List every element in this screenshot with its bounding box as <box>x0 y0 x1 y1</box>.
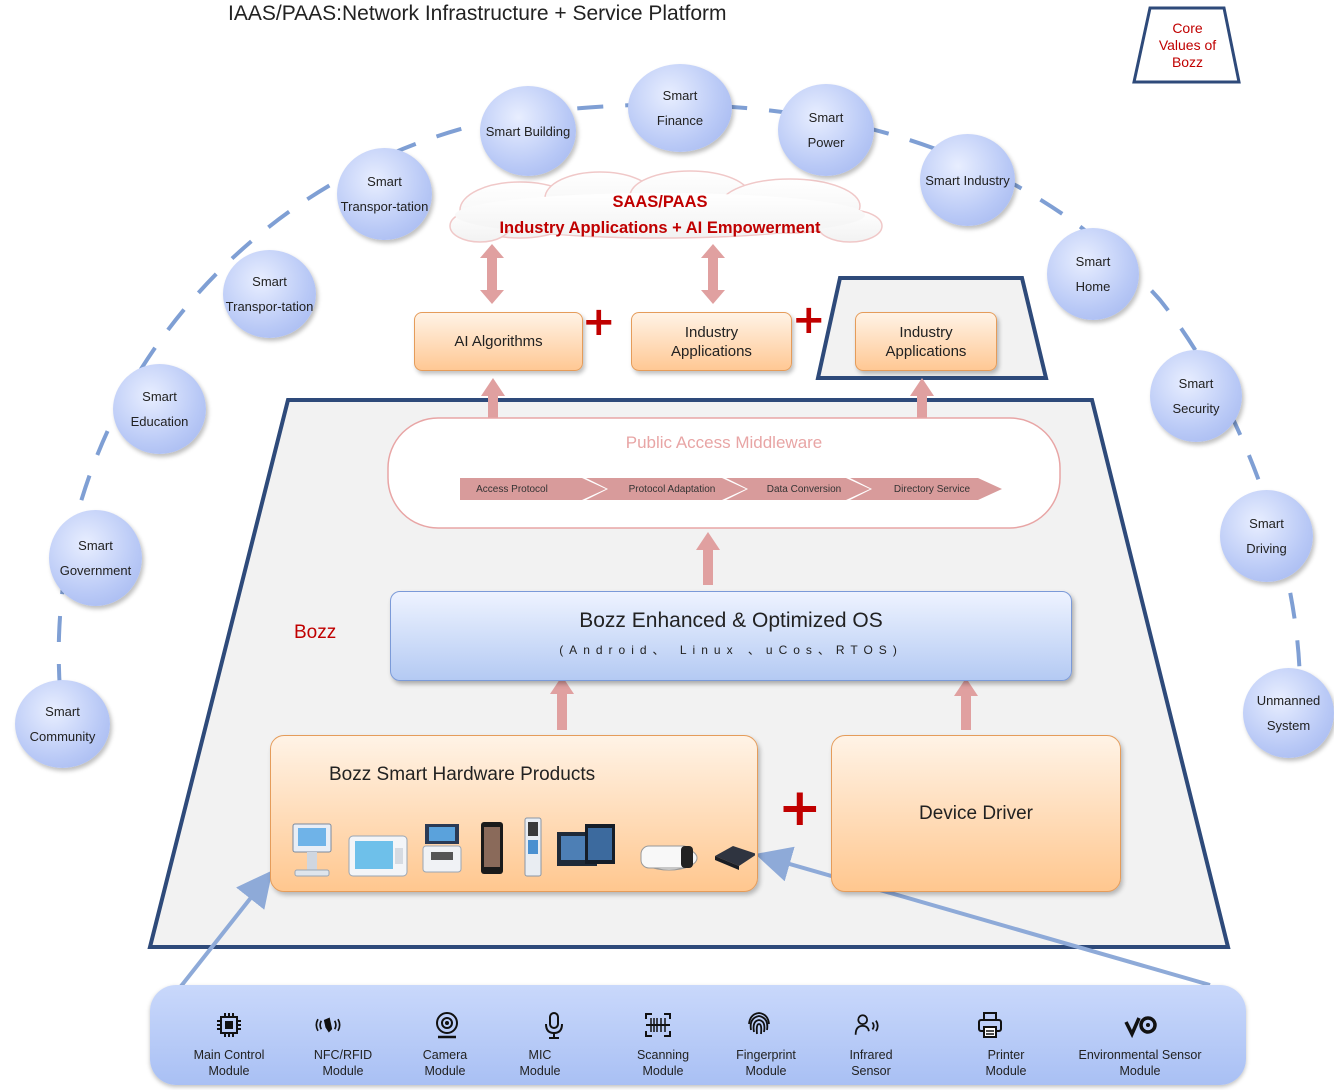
step-directory-service: Directory Service <box>893 483 971 495</box>
scan-icon <box>645 1013 671 1037</box>
device-driver-box: Device Driver <box>831 735 1121 892</box>
hardware-products-box: Bozz Smart Hardware Products <box>270 735 758 892</box>
cloud-shape <box>449 170 883 243</box>
double-arrow-ai <box>480 244 504 304</box>
bozz-label: Bozz <box>294 622 337 643</box>
bullet-camera-icon <box>640 845 698 871</box>
core-values-trapezoid <box>1132 6 1241 84</box>
chevron-access-protocol <box>460 478 606 500</box>
hardware-product-images <box>292 817 755 877</box>
modules-bar <box>150 985 1246 1085</box>
module-infrared: Infrared Sensor <box>849 1048 893 1078</box>
module-camera: Camera Module <box>422 1048 468 1078</box>
printer-icon <box>978 1012 1002 1038</box>
bubble-smart-education: Smart Education <box>113 364 206 454</box>
arrow-up-ai <box>481 378 505 432</box>
chevron-protocol-adaptation <box>586 478 746 500</box>
arrow-up-hardware <box>550 676 574 730</box>
chip-icon <box>217 1013 241 1037</box>
double-arrow-apps <box>701 244 725 304</box>
bubble-smart-building: Smart Building <box>480 86 576 176</box>
page-title: IAAS/PAAS:Network Infrastructure + Servi… <box>228 2 727 25</box>
arrow-up-os <box>696 532 720 585</box>
pos-terminal-icon <box>422 824 462 873</box>
infrared-icon <box>854 1014 879 1035</box>
module-environmental-sensor: Environmental Sensor Module <box>1078 1048 1202 1078</box>
bubble-smart-transportation-1: Smart Transpor-tation <box>337 148 432 240</box>
bubble-smart-transportation-2: Smart Transpor-tation <box>223 250 316 338</box>
step-protocol-adaptation: Protocol Adaptation <box>628 483 716 495</box>
step-data-conversion: Data Conversion <box>766 483 842 495</box>
module-fingerprint: Fingerprint Module <box>736 1048 796 1078</box>
module-nfc-rfid: NFC/RFID Module <box>313 1048 373 1078</box>
scenario-arc <box>56 102 1302 691</box>
plus-icon: + <box>582 299 616 345</box>
module-mic: MIC Module <box>519 1048 561 1078</box>
plus-icon: + <box>792 297 826 343</box>
os-subtitle: (Android、 Linux 、uCos、RTOS) <box>559 643 903 657</box>
environment-icon <box>1124 1016 1157 1039</box>
arrow-up-industry <box>910 378 934 432</box>
camera-icon <box>436 1012 458 1039</box>
bubble-smart-community: Smart Community <box>15 680 110 768</box>
bubble-smart-power: Smart Power <box>778 84 874 176</box>
step-access-protocol: Access Protocol <box>476 483 548 495</box>
smartphone-icon <box>481 822 503 874</box>
cloud-title: SAAS/PAAS Industry Applications + AI Emp… <box>455 189 865 241</box>
kiosk-terminal-icon <box>292 823 332 877</box>
os-box: Bozz Enhanced & Optimized OS (Android、 L… <box>390 591 1072 681</box>
core-values-label: Core Values of Bozz <box>1158 20 1217 70</box>
microphone-icon <box>545 1012 563 1039</box>
module-printer: Printer Module <box>985 1048 1027 1078</box>
middleware-pill <box>387 417 1061 529</box>
arrow-modules-left <box>176 870 273 992</box>
module-main-control: Main Control Module <box>193 1048 265 1078</box>
bubble-smart-government: Smart Government <box>49 510 142 606</box>
vending-kiosk-icon <box>524 817 542 877</box>
hardware-title: Bozz Smart Hardware Products <box>329 764 596 785</box>
display-screens-icon <box>557 824 615 866</box>
bubble-unmanned-system: Unmanned System <box>1243 668 1334 758</box>
tablet-device-icon <box>348 835 408 877</box>
middleware-title: Public Access Middleware <box>625 433 823 452</box>
set-top-box-icon <box>715 846 755 870</box>
cloud-line-saas: SAAS/PAAS <box>612 193 708 211</box>
bubble-smart-finance: Smart Finance <box>628 64 732 152</box>
nfc-icon <box>315 1017 341 1033</box>
bubble-smart-security: Smart Security <box>1150 350 1242 442</box>
chevron-directory-service <box>850 478 1002 500</box>
ai-algorithms-box: AI Algorithms <box>414 312 583 371</box>
plus-icon: + <box>778 778 822 838</box>
bubble-smart-home: Smart Home <box>1047 228 1139 320</box>
industry-applications-box: Industry Applications <box>631 312 792 371</box>
cloud-line-industry: Industry Applications + AI Empowerment <box>499 219 821 237</box>
industry-applications-highlight-box: Industry Applications <box>855 312 997 371</box>
module-scanning: Scanning Module <box>636 1048 690 1078</box>
arrow-up-driver <box>954 678 978 730</box>
fingerprint-icon <box>748 1012 770 1035</box>
bubble-smart-driving: Smart Driving <box>1220 490 1313 582</box>
os-title: Bozz Enhanced & Optimized OS <box>579 609 883 632</box>
chevron-data-conversion <box>726 478 870 500</box>
bubble-smart-industry: Smart Industry <box>920 134 1015 226</box>
